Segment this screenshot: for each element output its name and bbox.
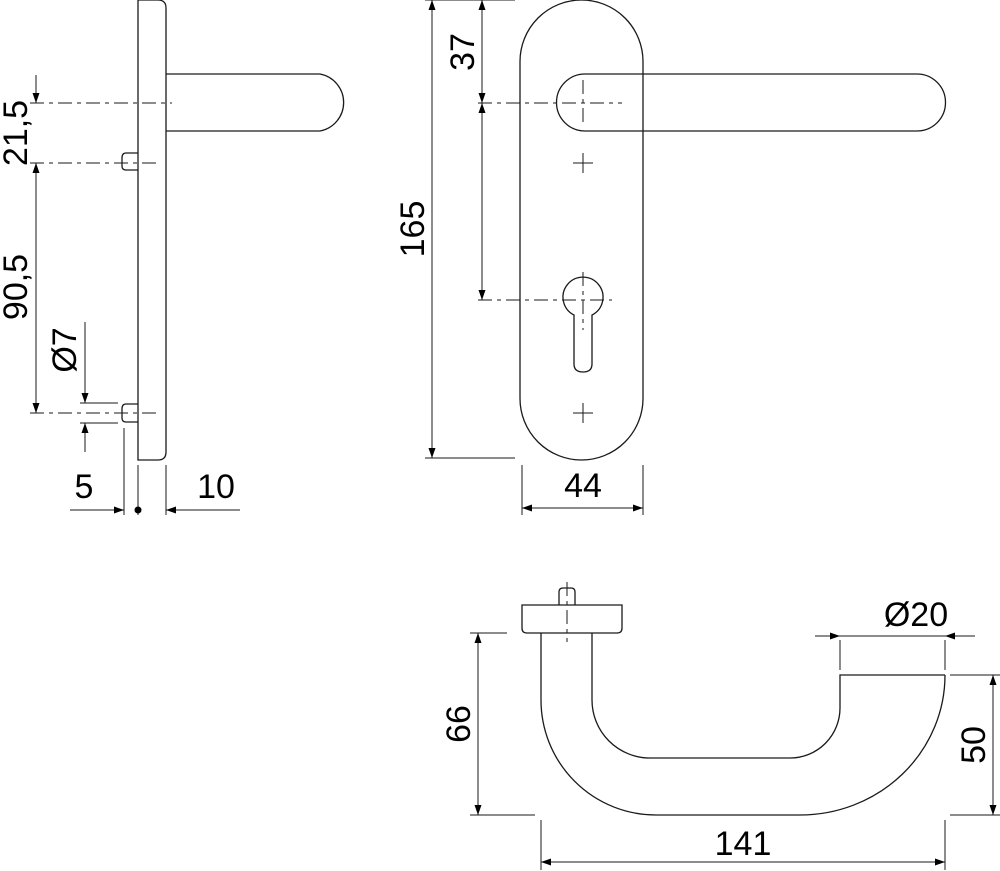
lever-outer [540, 633, 946, 816]
dim-90-5: 90,5 [0, 254, 35, 320]
dim-165: 165 [394, 201, 432, 258]
dim-pin-diameter: Ø7 [46, 327, 84, 372]
rosette [521, 604, 623, 634]
top-view: Ø20 66 50 141 [440, 582, 1000, 870]
front-plate [519, 0, 644, 461]
side-pin-top [121, 152, 138, 171]
front-lever [555, 73, 947, 132]
screw-cross-top [573, 153, 593, 173]
lever-inner [591, 633, 945, 759]
side-lever [166, 73, 345, 132]
dim-10: 10 [197, 468, 235, 506]
dim-21-5: 21,5 [0, 100, 35, 166]
dim-141: 141 [715, 825, 772, 863]
side-plate [137, 0, 167, 461]
dim-37: 37 [444, 33, 482, 71]
dim-66: 66 [440, 705, 478, 743]
side-view: 21,5 90,5 Ø7 5 10 [0, 0, 345, 515]
dim-5: 5 [75, 468, 94, 506]
keyhole [562, 276, 604, 373]
dim-50: 50 [955, 726, 993, 764]
dim-handle-diameter: Ø20 [884, 596, 948, 634]
dim-44: 44 [564, 467, 602, 505]
front-view: 165 37 44 [394, 0, 947, 515]
screw-cross-bottom [573, 403, 593, 423]
